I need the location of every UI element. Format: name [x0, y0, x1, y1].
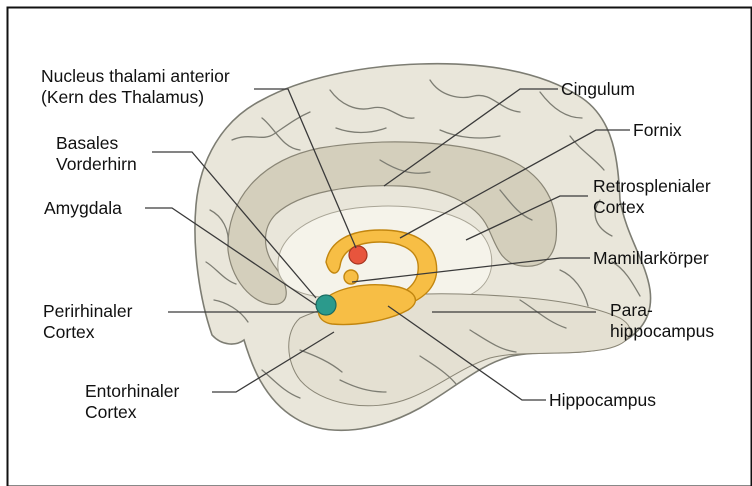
- label-fornix: Fornix: [633, 120, 682, 141]
- label-basales-vorderhirn: Basales Vorderhirn: [56, 133, 137, 175]
- label-nucleus-thalami: Nucleus thalami anterior (Kern des Thala…: [41, 66, 230, 108]
- amygdala-shape: [316, 295, 336, 315]
- label-entorhinaler-cortex: Entorhinaler Cortex: [85, 381, 179, 423]
- label-hippocampus: Hippocampus: [549, 390, 656, 411]
- label-retrosplenialer-cortex: Retrosplenialer Cortex: [593, 176, 711, 218]
- label-mamillarkoerper: Mamillarkörper: [593, 248, 709, 269]
- label-parahippocampus: Para- hippocampus: [610, 300, 714, 342]
- label-amygdala: Amygdala: [44, 198, 122, 219]
- label-cingulum: Cingulum: [561, 79, 635, 100]
- thalamus-nucleus: [349, 246, 367, 264]
- label-perirhinaler-cortex: Perirhinaler Cortex: [43, 301, 132, 343]
